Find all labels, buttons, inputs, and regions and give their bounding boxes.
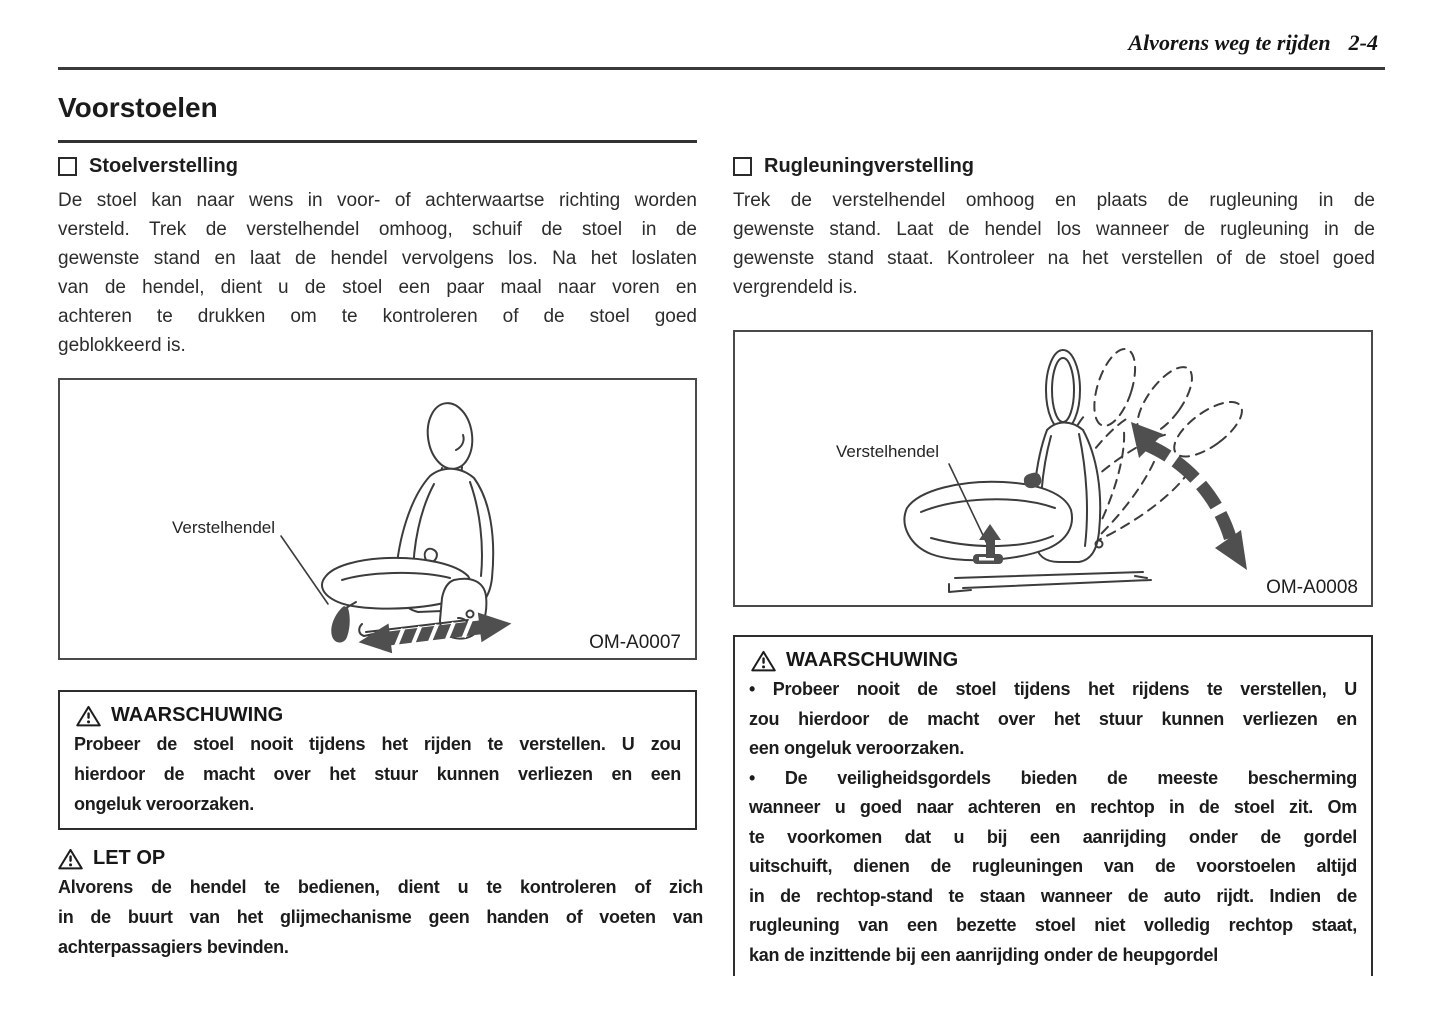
chapter-title: Alvorens weg te rijden <box>1128 30 1331 55</box>
text-line: ongeluk veroorzaken. <box>74 794 255 814</box>
text-line: in de rechtop-stand te staan wanneer de … <box>749 885 1357 906</box>
text-line: • Probeer nooit de stoel tijdens het rij… <box>749 679 1357 699</box>
warning-text: • Probeer nooit de stoel tijdens het rij… <box>749 679 1357 974</box>
caution-triangle-icon <box>58 848 83 869</box>
page-running-header: Alvorens weg te rijden 2-4 <box>1128 30 1378 56</box>
text-line: gewenste stand en laat de hendel vervolg… <box>58 248 697 269</box>
text-line: van de hendel, dient u de stoel een paar… <box>58 277 697 298</box>
text-line: Probeer de stoel nooit tijdens het rijde… <box>74 734 681 754</box>
caution-note: LET OP Alvorens de hendel te bedienen, d… <box>58 845 703 967</box>
text-line: hierdoor de macht over het stuur kunnen … <box>74 764 681 784</box>
figure-callout-label: Verstelhendel <box>172 518 276 537</box>
text-line: versteld. Trek de verstelhendel omhoog, … <box>58 219 697 240</box>
text-line: kan de inzittende bij een aanrijding ond… <box>749 944 1219 965</box>
text-line: • De veiligheidsgordels bieden de meeste… <box>749 767 1357 788</box>
title-underline <box>58 140 697 143</box>
figure-callout-label: Verstelhendel <box>836 442 940 461</box>
backrest-adjust-paragraph: Trek de verstelhendel omhoog en plaats d… <box>733 186 1375 302</box>
figure-code: OM-A0007 <box>589 632 681 653</box>
seat-slide-figure: Verstelhendel OM-A0007 <box>58 378 697 660</box>
seat-recline-figure: Verstelhendel OM-A0008 <box>733 330 1373 607</box>
page-title: Voorstoelen <box>58 92 218 123</box>
warning-text: Probeer de stoel nooit tijdens het rijde… <box>74 734 681 824</box>
text-line: Trek de verstelhendel omhoog en plaats d… <box>733 190 1375 211</box>
section-heading-rugleuningverstelling: Rugleuningverstelling <box>733 155 974 178</box>
text-line: gewenste stand. Laat de hendel los wanne… <box>733 219 1375 240</box>
text-line: De stoel kan naar wens in voor- of achte… <box>58 190 697 211</box>
text-line: achterpassagiers bevinden. <box>58 937 289 957</box>
text-line: wanneer u goed naar achteren en rechtop … <box>749 797 1357 817</box>
section-heading-label: Stoelverstelling <box>89 155 238 177</box>
seat-adjust-paragraph: De stoel kan naar wens in voor- of achte… <box>58 186 697 360</box>
warning-heading: WAARSCHUWING <box>786 649 959 671</box>
figure-code: OM-A0008 <box>1266 577 1358 598</box>
text-line: te voorkomen dat u bij een aanrijding on… <box>749 826 1357 847</box>
caution-text: Alvorens de hendel te bedienen, dient u … <box>58 877 703 967</box>
seat-slide-illustration <box>280 402 512 654</box>
text-line: geblokkeerd is. <box>58 335 186 356</box>
warning-box-recline: WAARSCHUWING • Probeer nooit de stoel ti… <box>733 635 1373 976</box>
warning-heading: WAARSCHUWING <box>111 704 284 726</box>
text-line: uitschuift, dienen de rugleuningen van d… <box>749 856 1357 876</box>
text-line: rugleuning van een bezette stoel niet vo… <box>749 915 1357 935</box>
text-line: in de buurt van het glijmechanisme geen … <box>58 907 703 927</box>
page-number: 2-4 <box>1348 30 1378 55</box>
checkbox-square-icon <box>58 157 77 176</box>
warning-triangle-icon <box>751 650 776 671</box>
text-line: zou hierdoor de macht over het stuur kun… <box>749 708 1357 729</box>
caution-heading: LET OP <box>93 847 166 869</box>
warning-box-seat-slide: WAARSCHUWING Probeer de stoel nooit tijd… <box>58 690 697 830</box>
header-rule <box>58 67 1385 70</box>
text-line: vergrendeld is. <box>733 277 858 298</box>
text-line: een ongeluk veroorzaken. <box>749 738 965 758</box>
checkbox-square-icon <box>733 157 752 176</box>
warning-triangle-icon <box>76 705 101 726</box>
seat-recline-illustration <box>903 339 1260 593</box>
text-line: achteren te drukken om te kontroleren of… <box>58 306 697 327</box>
text-line: gewenste stand staat. Kontroleer na het … <box>733 248 1375 269</box>
slide-arrow <box>358 612 512 654</box>
text-line: Alvorens de hendel te bedienen, dient u … <box>58 877 703 897</box>
section-heading-stoelverstelling: Stoelverstelling <box>58 155 238 178</box>
section-heading-label: Rugleuningverstelling <box>764 155 975 177</box>
